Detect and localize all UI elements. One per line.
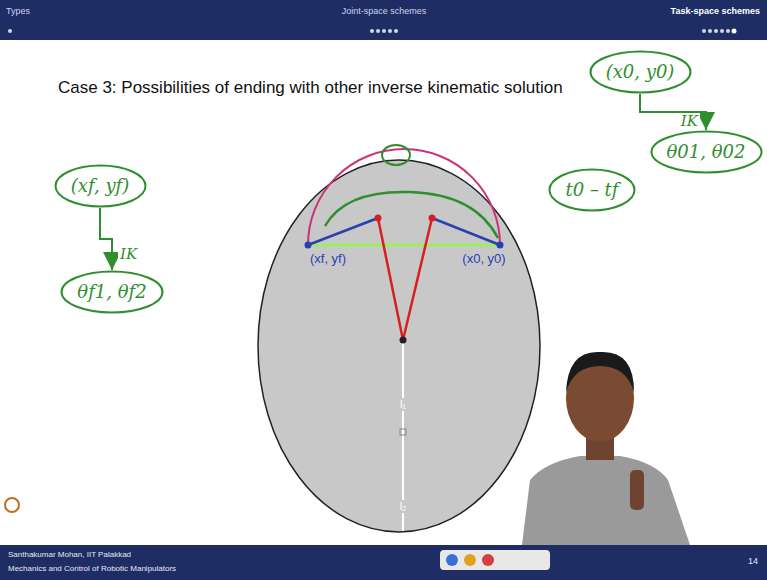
section-tab: Joint-space schemes <box>342 6 427 16</box>
length-marker <box>400 429 406 435</box>
footer-course: Mechanics and Control of Robotic Manipul… <box>8 564 176 573</box>
edge-label: IK <box>118 246 139 263</box>
hand-ellipse: (xf, yf) <box>54 164 147 208</box>
hand-circle <box>382 145 410 165</box>
hand-ellipse: θf1, θf2 <box>60 270 164 314</box>
workspace-circle <box>258 160 540 532</box>
footer-author: Santhakumar Mohan, IIT Palakkad <box>8 550 131 559</box>
hand-ellipse: t0 – tf <box>548 168 636 212</box>
hand-arrow <box>640 94 706 130</box>
logo <box>5 498 19 512</box>
hand-path <box>325 192 498 238</box>
elbow-joint <box>429 215 436 222</box>
point-label: (xf, yf) <box>310 252 346 267</box>
footer-bar <box>0 545 767 580</box>
toolbar <box>440 550 550 570</box>
hand-note: θf1, θf2 <box>60 281 164 303</box>
hand-note: θ01, θ02 <box>650 141 763 163</box>
presenter <box>522 352 690 545</box>
hand-arrow <box>100 208 112 270</box>
progress-dots <box>8 29 737 34</box>
link-label: l₂ <box>398 500 409 513</box>
hand-ellipse: (x0, y0) <box>589 50 692 94</box>
elbow-joint <box>375 215 382 222</box>
end-point <box>497 242 504 249</box>
point-label: (x0, y0) <box>462 252 505 267</box>
link-two <box>432 218 500 245</box>
page-number: 14 <box>748 556 758 566</box>
header-bar <box>0 0 767 40</box>
hand-note: (x0, y0) <box>589 61 692 83</box>
link-one <box>403 218 432 340</box>
edge-label: IK <box>679 113 700 130</box>
link-one <box>378 218 403 340</box>
hand-ellipse: θ01, θ02 <box>650 130 763 174</box>
hand-note: (xf, yf) <box>54 175 147 197</box>
slide-title: Case 3: Possibilities of ending with oth… <box>58 78 563 98</box>
section-tab: Types <box>6 6 30 16</box>
hand-note: t0 – tf <box>548 179 636 201</box>
link-label: l₁ <box>398 398 408 411</box>
base-joint <box>400 337 407 344</box>
end-point <box>305 242 312 249</box>
link-two <box>308 218 378 245</box>
section-tab: Task-space schemes <box>671 6 760 16</box>
straight-path <box>308 244 500 247</box>
